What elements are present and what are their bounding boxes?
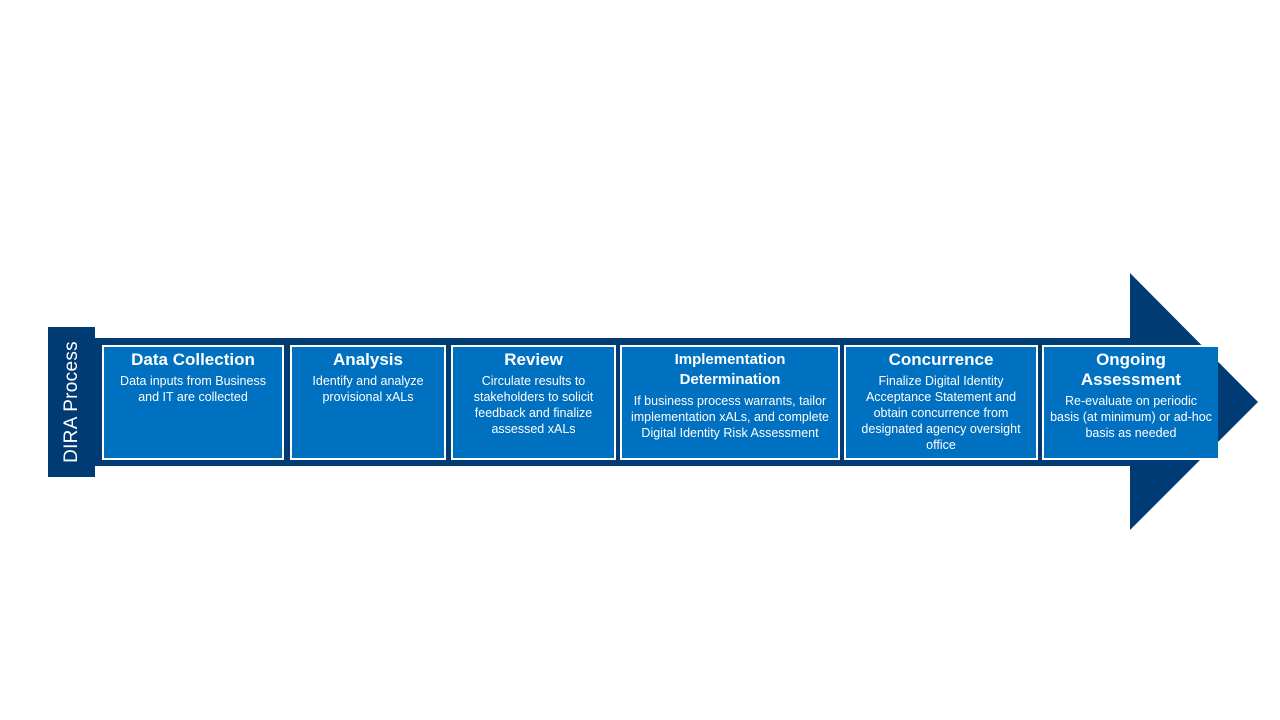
step-description: Circulate results to stakeholders to sol… [473, 374, 594, 436]
process-label: DIRA Process [60, 341, 82, 463]
step-title: Implementation Determination [674, 351, 786, 388]
step-title: Ongoing Assessment [1080, 350, 1182, 389]
step-review: Review Circulate results to stakeholders… [451, 345, 616, 460]
step-concurrence: Concurrence Finalize Digital Identity Ac… [844, 345, 1038, 460]
side-label-bar [48, 327, 95, 477]
step-description: Identify and analyze provisional xALs [312, 374, 424, 404]
step-title: Analysis [333, 350, 403, 369]
step-ongoing-assessment: Ongoing Assessment Re-evaluate on period… [1042, 345, 1218, 460]
step-description: Data inputs from Business and IT are col… [120, 374, 266, 404]
step-analysis: Analysis Identify and analyze provisiona… [290, 345, 446, 460]
step-data-collection: Data Collection Data inputs from Busines… [102, 345, 284, 460]
step-title: Data Collection [131, 350, 255, 369]
step-description: If business process warrants, tailor imp… [630, 394, 830, 440]
step-implementation-determination: Implementation Determination If business… [620, 345, 840, 460]
step-description: Finalize Digital Identity Acceptance Sta… [861, 374, 1021, 452]
step-title: Review [504, 350, 563, 369]
step-title: Concurrence [888, 350, 994, 369]
step-description: Re-evaluate on periodic basis (at minimu… [1050, 394, 1212, 440]
process-label-container: DIRA Process [48, 327, 95, 477]
